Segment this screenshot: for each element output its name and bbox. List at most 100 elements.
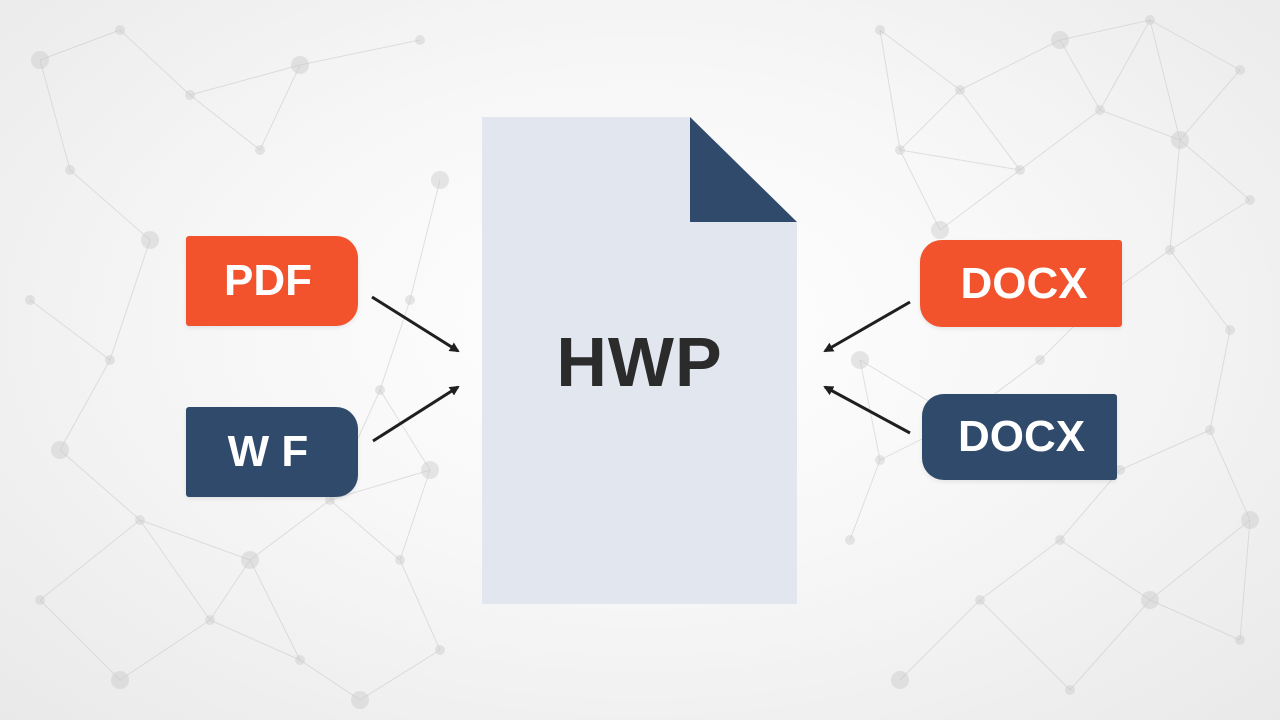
network-link — [879, 29, 961, 91]
document-label: HWP — [556, 323, 723, 401]
network-link — [189, 64, 301, 96]
network-link — [39, 599, 121, 681]
network-link — [209, 619, 301, 661]
network-link — [1179, 139, 1251, 201]
network-link — [39, 29, 121, 61]
network-node — [1115, 465, 1125, 475]
network-link — [899, 149, 941, 231]
network-link — [899, 89, 961, 151]
network-link — [399, 469, 431, 561]
network-node — [25, 295, 35, 305]
network-node — [51, 441, 69, 459]
network-link — [1099, 109, 1181, 141]
network-node — [431, 171, 449, 189]
network-node — [105, 355, 115, 365]
network-node — [31, 51, 49, 69]
network-link — [299, 39, 421, 66]
network-link — [209, 559, 251, 621]
network-node — [845, 535, 855, 545]
network-link — [1019, 109, 1101, 171]
network-node — [851, 351, 869, 369]
docx-tag-bottom-label: DOCX — [957, 412, 1086, 461]
network-link — [249, 499, 331, 561]
network-node — [1165, 245, 1175, 255]
network-link — [979, 539, 1061, 601]
network-node — [1225, 325, 1235, 335]
network-node — [875, 25, 885, 35]
network-link — [939, 169, 1021, 231]
network-link — [399, 559, 441, 651]
network-node — [1095, 105, 1105, 115]
network-link — [29, 299, 111, 361]
network-node — [1015, 165, 1025, 175]
network-link — [859, 359, 881, 461]
network-link — [299, 659, 361, 701]
network-link — [69, 169, 151, 241]
network-node — [291, 56, 309, 74]
network-node — [975, 595, 985, 605]
document-icon — [482, 117, 797, 604]
network-node — [891, 671, 909, 689]
network-link — [1059, 19, 1151, 41]
network-node — [1205, 425, 1215, 435]
network-node — [875, 455, 885, 465]
network-link — [259, 64, 301, 151]
pdf-tag: PDF — [186, 236, 358, 326]
network-link — [119, 29, 191, 96]
network-node — [135, 515, 145, 525]
network-node — [1141, 591, 1159, 609]
network-node — [931, 221, 949, 239]
network-node — [351, 691, 369, 709]
network-link — [979, 599, 1071, 691]
network-link — [1149, 19, 1181, 141]
network-node — [415, 35, 425, 45]
network-link — [119, 619, 211, 681]
network-link — [849, 459, 881, 541]
network-link — [1149, 519, 1251, 601]
network-node — [395, 555, 405, 565]
network-node — [185, 90, 195, 100]
document-folded-corner — [690, 117, 797, 222]
network-link — [1149, 19, 1241, 71]
network-link — [109, 239, 151, 361]
docx-tag-bottom: DOCX — [922, 394, 1117, 480]
network-link — [139, 519, 211, 621]
network-node — [1065, 685, 1075, 695]
network-node — [35, 595, 45, 605]
network-link — [249, 559, 301, 661]
network-node — [65, 165, 75, 175]
network-link — [1059, 469, 1121, 541]
network-link — [189, 94, 261, 151]
network-link — [379, 389, 431, 471]
network-node — [955, 85, 965, 95]
network-link — [1059, 39, 1101, 111]
network-link — [1119, 429, 1211, 471]
docx-tag-top-label: DOCX — [960, 258, 1088, 308]
network-node — [1035, 355, 1045, 365]
network-link — [899, 149, 1021, 171]
pdf-tag-label: PDF — [224, 256, 312, 305]
network-link — [329, 469, 431, 501]
docx-tag-top: DOCX — [920, 240, 1122, 327]
network-node — [241, 551, 259, 569]
network-link — [1169, 199, 1251, 251]
network-link — [379, 299, 411, 391]
network-link — [1179, 69, 1241, 141]
network-node — [1241, 511, 1259, 529]
network-node — [1055, 535, 1065, 545]
network-node — [1235, 65, 1245, 75]
network-link — [1149, 599, 1241, 641]
network-link — [39, 519, 141, 601]
network-link — [879, 29, 901, 151]
network-node — [1051, 31, 1069, 49]
network-node — [255, 145, 265, 155]
network-link — [1209, 329, 1231, 431]
network-link — [59, 359, 111, 451]
network-link — [1169, 249, 1231, 331]
network-link — [959, 89, 1021, 171]
wf-tag-label: W F — [227, 427, 309, 476]
network-link — [39, 59, 71, 171]
network-node — [111, 671, 129, 689]
network-node — [141, 231, 159, 249]
